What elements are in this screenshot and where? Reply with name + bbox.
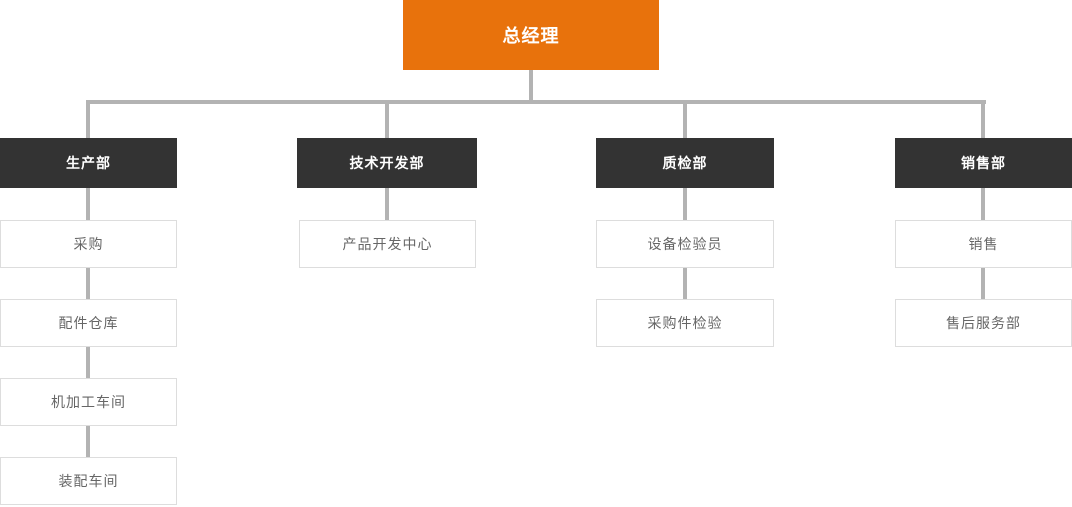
- org-node-label: 销售部: [961, 155, 1006, 171]
- connector-line: [385, 188, 389, 220]
- org-node-after-sales-service[interactable]: 售后服务部: [895, 299, 1072, 347]
- org-node-purchasing[interactable]: 采购: [0, 220, 177, 268]
- connector-line: [683, 188, 687, 220]
- org-node-sales[interactable]: 销售: [895, 220, 1072, 268]
- org-node-label: 销售: [968, 236, 999, 252]
- org-node-dept-sales[interactable]: 销售部: [895, 138, 1072, 188]
- org-node-label: 装配车间: [58, 473, 119, 489]
- org-node-label: 售后服务部: [946, 315, 1021, 331]
- org-node-dept-production[interactable]: 生产部: [0, 138, 177, 188]
- connector-line: [86, 347, 90, 378]
- org-node-dept-tech-development[interactable]: 技术开发部: [297, 138, 477, 188]
- connector-drop-sales: [981, 104, 985, 138]
- org-node-label: 采购: [73, 236, 104, 252]
- connector-line: [981, 188, 985, 220]
- org-node-label: 采购件检验: [647, 315, 723, 331]
- connector-drop-production: [86, 104, 90, 138]
- org-node-dept-quality-inspection[interactable]: 质检部: [596, 138, 774, 188]
- connector-line: [86, 426, 90, 457]
- org-node-label: 质检部: [662, 155, 708, 171]
- org-node-label: 技术开发部: [349, 155, 425, 171]
- connector-line: [683, 268, 687, 299]
- org-node-equipment-inspector[interactable]: 设备检验员: [596, 220, 774, 268]
- org-node-label: 机加工车间: [51, 394, 126, 410]
- connector-line: [981, 268, 985, 299]
- org-node-purchased-parts-inspection[interactable]: 采购件检验: [596, 299, 774, 347]
- org-node-assembly-workshop[interactable]: 装配车间: [0, 457, 177, 505]
- org-node-label: 总经理: [502, 26, 560, 46]
- connector-line: [86, 188, 90, 220]
- org-node-parts-warehouse[interactable]: 配件仓库: [0, 299, 177, 347]
- connector-line: [86, 268, 90, 299]
- connector-drop-tech: [385, 104, 389, 138]
- org-node-general-manager[interactable]: 总经理: [403, 0, 659, 70]
- connector-root-stem: [529, 70, 533, 101]
- org-node-label: 产品开发中心: [342, 236, 433, 252]
- org-node-machining-workshop[interactable]: 机加工车间: [0, 378, 177, 426]
- org-node-product-dev-center[interactable]: 产品开发中心: [299, 220, 476, 268]
- org-node-label: 生产部: [66, 155, 111, 171]
- org-node-label: 设备检验员: [647, 236, 723, 252]
- connector-horizontal-bar: [86, 100, 986, 104]
- org-node-label: 配件仓库: [58, 315, 119, 331]
- connector-drop-qc: [683, 104, 687, 138]
